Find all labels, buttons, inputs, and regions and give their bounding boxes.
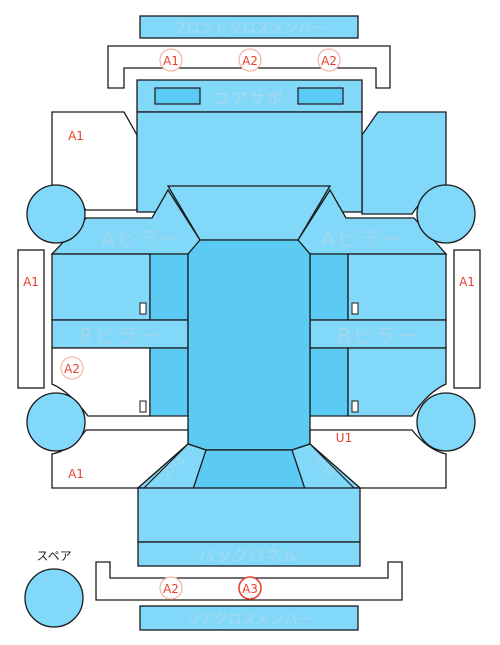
right-side-sill[interactable]: [453, 249, 481, 389]
left-door-handle-rear: [139, 400, 147, 413]
damage-mark-rear-1-circle: [159, 576, 183, 600]
damage-mark-right-rear[interactable]: U1: [336, 431, 352, 445]
back-panel-label: バックパネル: [198, 546, 299, 565]
damage-mark-rear-2[interactable]: A3: [242, 582, 258, 596]
damage-mark-front-1[interactable]: A1: [163, 54, 179, 68]
damage-mark-left-rear[interactable]: A1: [68, 467, 84, 481]
left-front-door-panel[interactable]: [51, 253, 151, 321]
damage-mark-front-3[interactable]: A2: [321, 54, 337, 68]
front-cross-member-label: フロントクロスメンバー: [172, 21, 326, 37]
front-cross-member-panel[interactable]: [139, 15, 359, 39]
front-left-tire[interactable]: [26, 184, 86, 244]
left-b-pillar-panel[interactable]: [51, 319, 189, 349]
left-rocker-rear[interactable]: [149, 347, 189, 417]
rear-glass-panel[interactable]: [191, 449, 307, 493]
rear-cross-member-label: リアクロスメンバー: [186, 612, 311, 628]
right-rear-door-panel[interactable]: [347, 347, 447, 417]
a-pillar-right-label: Aピラー: [321, 227, 403, 251]
damage-mark-right-side[interactable]: A1: [459, 275, 475, 289]
back-panel[interactable]: [137, 541, 361, 567]
damage-mark-left-door[interactable]: A2: [64, 362, 80, 376]
damage-mark-rear-2-circle: [238, 576, 262, 600]
core-support-right-slot: [297, 87, 344, 105]
rear-right-tire[interactable]: [416, 392, 476, 452]
roof-panel[interactable]: [187, 239, 311, 451]
right-rocker-rear[interactable]: [309, 347, 349, 417]
spare-tire[interactable]: [24, 568, 84, 628]
rear-deck-panel[interactable]: [137, 487, 361, 543]
damage-mark-left-side-bg: [20, 272, 42, 290]
front-right-tire[interactable]: [416, 184, 476, 244]
left-side-sill[interactable]: [17, 249, 45, 389]
damage-mark-left-fender[interactable]: A1: [68, 129, 84, 143]
a-pillar-left-label: Aピラー: [101, 227, 183, 251]
b-pillar-left-label: Bピラー: [79, 324, 161, 348]
left-door-handle-front: [139, 302, 147, 315]
core-support-left-slot: [154, 87, 201, 105]
rear-left-tire[interactable]: [26, 392, 86, 452]
right-door-handle-front: [351, 302, 359, 315]
right-door-handle-rear: [351, 400, 359, 413]
damage-mark-front-2[interactable]: A2: [242, 54, 258, 68]
damage-mark-left-door-circle: [60, 356, 84, 380]
rear-cross-member-panel[interactable]: [139, 605, 359, 631]
damage-mark-rear-1[interactable]: A2: [163, 582, 179, 596]
damage-mark-right-side-bg: [456, 272, 478, 290]
damage-mark-front-3-circle: [317, 48, 341, 72]
b-pillar-right-label: Bピラー: [337, 324, 419, 348]
spare-label: スペア: [36, 549, 71, 563]
damage-mark-front-2-circle: [238, 48, 262, 72]
right-rocker-front[interactable]: [309, 253, 349, 321]
damage-mark-front-1-circle: [159, 48, 183, 72]
damage-mark-left-side[interactable]: A1: [23, 275, 39, 289]
left-rocker-front[interactable]: [149, 253, 189, 321]
core-support-label: コアサポ: [213, 89, 285, 108]
right-front-door-panel[interactable]: [347, 253, 447, 321]
